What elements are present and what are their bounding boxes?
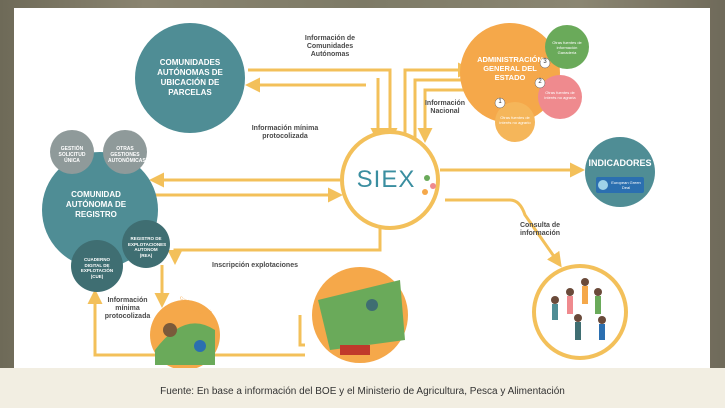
indicadores-label: INDICADORES — [588, 158, 652, 168]
label-inscripcion: Inscripción explotaciones — [212, 262, 298, 269]
siex-dot-orange — [422, 189, 428, 195]
siex-logo-text: SIEX — [356, 166, 416, 193]
green-deal-badge — [596, 177, 644, 193]
cuaderno-digital-circle — [71, 240, 123, 292]
otras-fuentes-1-circle — [545, 25, 589, 69]
otras-gestiones-circle — [103, 130, 147, 174]
field-circle-middle-crops — [318, 280, 405, 350]
badge-1-circle — [494, 97, 506, 109]
crates-icon — [340, 345, 370, 355]
otras-fuentes-2-circle — [538, 75, 582, 119]
badge-3-label: 3 — [543, 59, 547, 65]
arrow-inscripcion — [167, 210, 382, 265]
age-label: ADMINISTRACIÓN GENERAL DEL ESTADO — [477, 55, 543, 82]
badge-3-circle — [539, 57, 551, 69]
source-caption: Fuente: En base a información del BOE y … — [160, 386, 565, 397]
badge-2-label: 2 — [538, 79, 542, 85]
farmer-icon-left — [194, 340, 206, 352]
arrow-ccaa-top-a — [248, 68, 398, 143]
otras-fuentes-2-label: Otras fuentes de interés no agraria — [544, 90, 576, 100]
ccaa-ubicacion-circle — [135, 23, 245, 133]
arrow-field-link — [298, 315, 305, 347]
comunidad-registro-label: COMUNIDAD AUTÓNOMA DE REGISTRO — [65, 190, 127, 219]
gestion-solicitud-circle — [50, 130, 94, 174]
farmer-icon-middle — [366, 299, 378, 311]
registro-explotaciones-circle — [122, 220, 170, 268]
otras-fuentes-3-circle — [495, 102, 535, 142]
globe-icon — [598, 180, 608, 190]
arrows — [87, 62, 585, 357]
siex-circle — [340, 130, 440, 230]
otras-gestiones-label: OTRAS GESTIONES AUTONÓMICAS — [108, 146, 146, 164]
otras-fuentes-3-label: Otras fuentes de interés no agrario — [499, 115, 531, 125]
green-deal-label: European Green Deal — [611, 180, 641, 190]
people-icons — [551, 278, 606, 340]
badge-2-circle — [534, 77, 546, 89]
label-info-nacional: Información Nacional — [424, 100, 466, 115]
tree-icon — [163, 323, 177, 337]
label-info-ccaa: Información de Comunidades Autónomas — [304, 35, 356, 58]
siex-dot-pink — [430, 183, 436, 189]
label-consulta: Consulta de información — [519, 222, 561, 237]
otras-fuentes-1-label: Otras fuentes de información Ganaderia — [552, 40, 582, 55]
gestion-solicitud-label: GESTIÓN SOLICITUD ÚNICA — [58, 146, 86, 164]
cuaderno-digital-label: CUADERNO DIGITAL DE EXPLOTACIÓN (CUE) — [80, 257, 114, 279]
badge-1-label: 1 — [498, 99, 502, 105]
arrow-consulta — [445, 198, 562, 268]
arrow-min-proto-loop — [87, 289, 305, 357]
siex-dot-green — [424, 175, 430, 181]
caption-bar — [0, 368, 725, 408]
arrow-age-a — [403, 62, 473, 140]
registro-explotaciones-label: REGISTRO DE EXPLOTACIONES AUTONOM (REA) — [128, 236, 167, 258]
arrow-age-c — [417, 88, 470, 143]
indicadores-circle — [585, 137, 655, 207]
arrow-age-b — [413, 78, 470, 140]
age-circle — [460, 23, 560, 123]
ccaa-ubicacion-label: COMUNIDADES AUTÓNOMAS DE UBICACIÓN DE PA… — [157, 58, 223, 97]
consulta-people-circle — [532, 264, 628, 360]
label-info-min-2: Información mínima protocolizada — [104, 297, 151, 320]
label-info-min-1: Información mínima protocolizada — [251, 125, 319, 140]
